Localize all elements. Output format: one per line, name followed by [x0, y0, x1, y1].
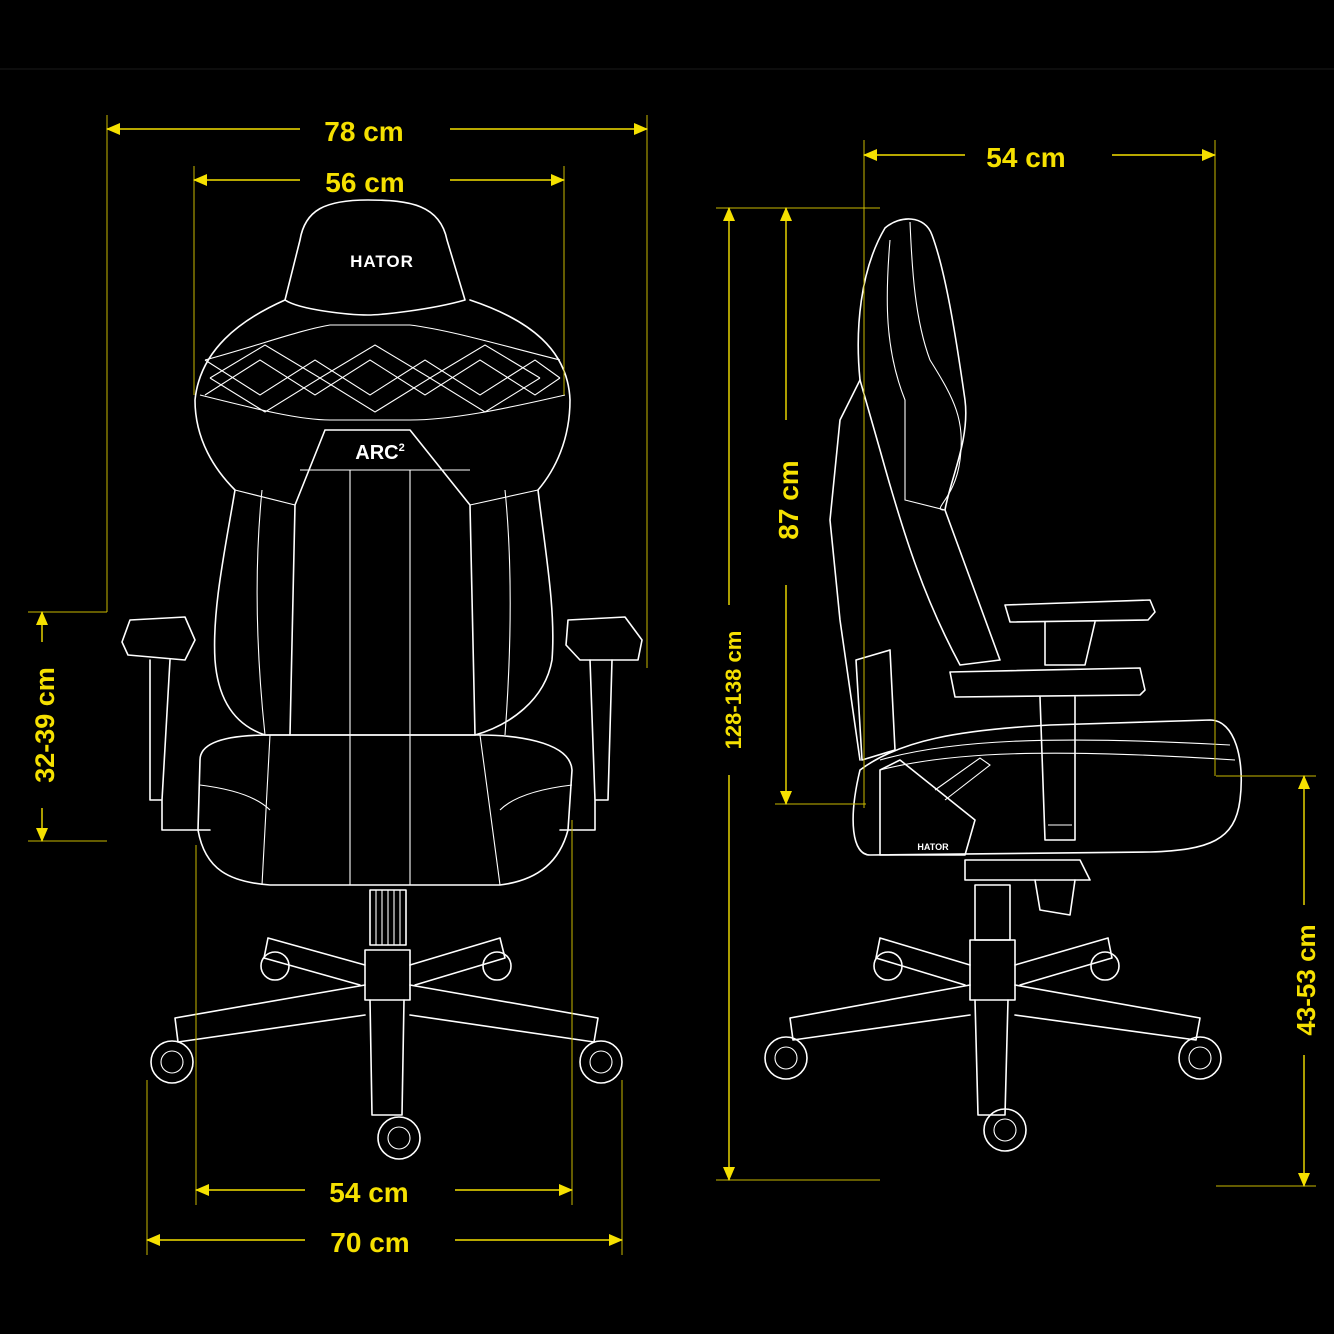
seat-height-label: 43-53 cm	[1291, 924, 1321, 1035]
side-view-chair	[764, 218, 1243, 1152]
front-view-chair	[121, 199, 643, 1160]
base-width-label: 70 cm	[330, 1227, 409, 1258]
overall-width-label: 78 cm	[324, 116, 403, 147]
armrest-height-label: 32-39 cm	[30, 667, 60, 783]
backrest-width-label: 56 cm	[325, 167, 404, 198]
model-label: ARC	[355, 442, 398, 464]
model-logo: ARC2	[355, 442, 404, 464]
seat-depth-label: 54 cm	[986, 142, 1065, 173]
backrest-height-label: 87 cm	[773, 460, 804, 539]
side-brand-logo: HATOR	[917, 842, 949, 852]
model-superscript: 2	[399, 442, 405, 454]
front-brand-logo: HATOR	[350, 252, 414, 271]
total-height-label: 128-138 cm	[721, 631, 746, 750]
seat-width-label: 54 cm	[329, 1177, 408, 1208]
